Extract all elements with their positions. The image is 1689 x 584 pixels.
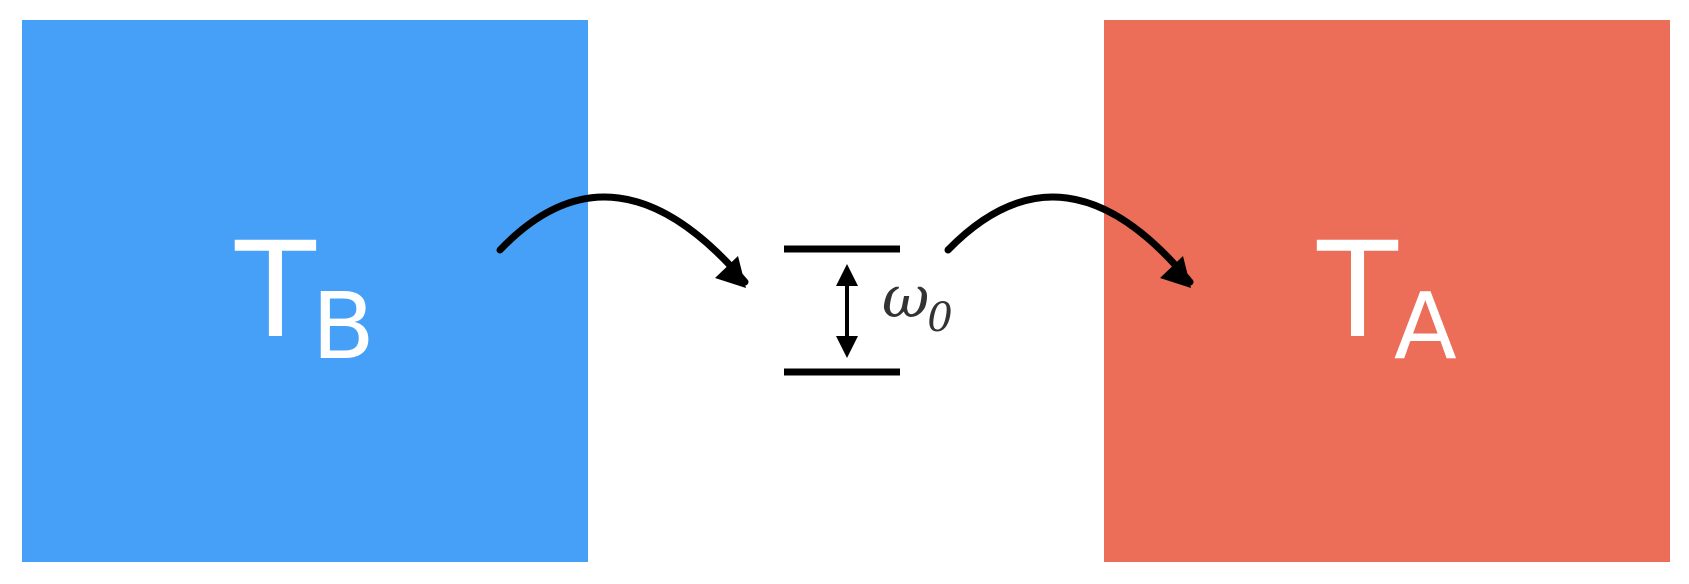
arrow-out-path xyxy=(944,193,1194,286)
double-arrow-icon xyxy=(836,264,858,358)
arrow-in-head xyxy=(715,256,746,288)
reservoir-a-label-main: T xyxy=(1317,214,1398,368)
gap-frequency-label: ω0 xyxy=(882,268,953,338)
gap-frequency-sub: 0 xyxy=(927,295,953,341)
gap-frequency-main: ω xyxy=(882,263,930,331)
curved-arrow-icon xyxy=(496,193,749,288)
reservoir-b-label-main: T xyxy=(235,214,316,368)
arrow-in-path xyxy=(496,193,749,286)
curved-arrow-icon xyxy=(944,193,1194,288)
reservoir-b-label-sub: B xyxy=(311,273,375,380)
arrow-out-head xyxy=(1160,256,1191,288)
reservoir-a-label-sub: A xyxy=(1393,273,1457,380)
